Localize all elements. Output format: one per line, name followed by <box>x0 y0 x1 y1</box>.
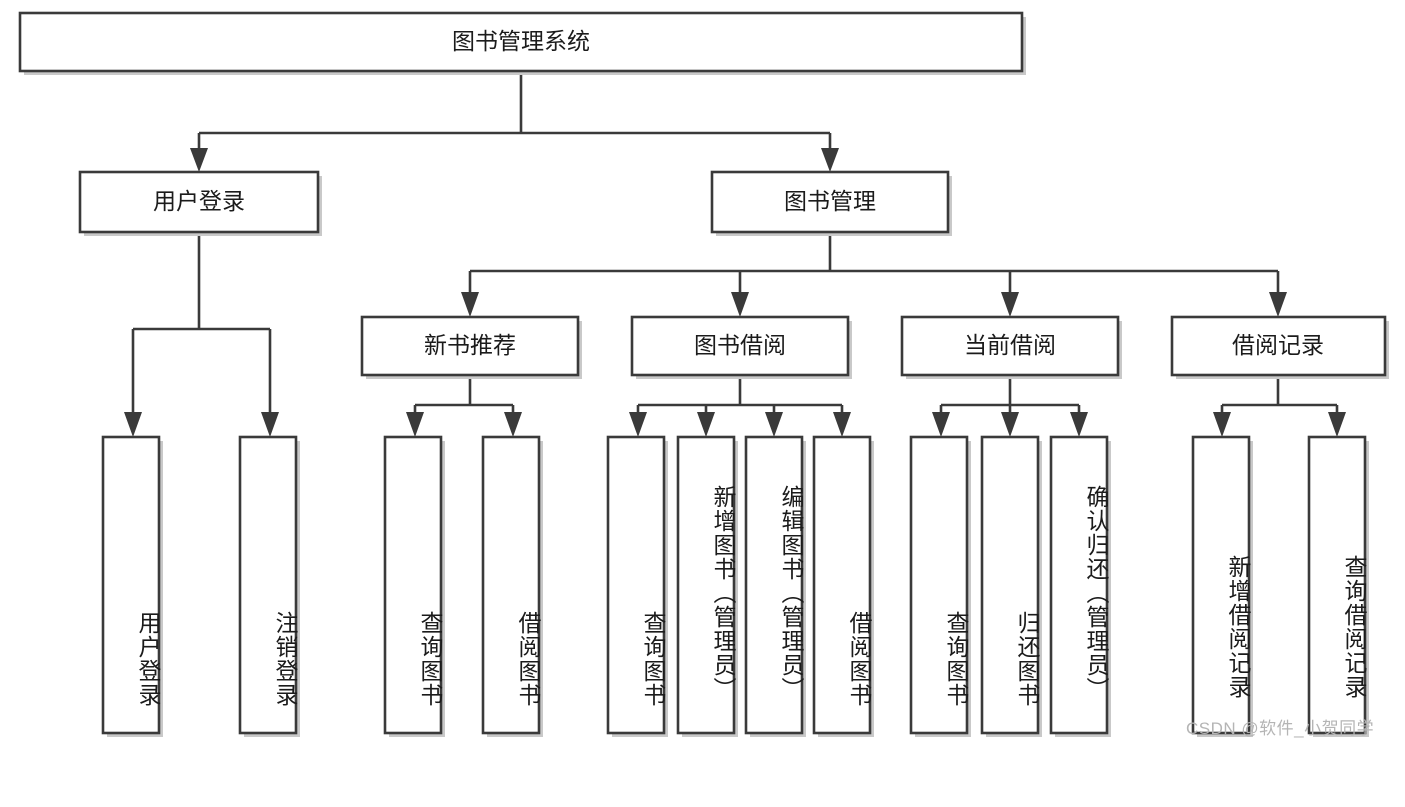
node-user-login-box[interactable] <box>78 170 320 234</box>
node-leaf-add-record-box[interactable] <box>1191 435 1251 735</box>
node-leaf-user-login[interactable] <box>101 435 163 737</box>
node-leaf-borrow-book-2[interactable] <box>812 435 874 737</box>
node-leaf-add-book-box[interactable] <box>676 435 736 735</box>
node-leaf-add-record[interactable] <box>1191 435 1253 737</box>
node-current-borrow[interactable]: 当前借阅 <box>900 315 1122 379</box>
connector-layer <box>124 73 1346 437</box>
arrow-head-borrow-record <box>1269 292 1287 317</box>
node-current-borrow-label: 当前借阅 <box>964 332 1056 358</box>
node-leaf-borrow-book-1-box[interactable] <box>481 435 541 735</box>
arrow-head-leaf-query-record <box>1328 412 1346 437</box>
node-borrow-record-label: 借阅记录 <box>1232 332 1324 358</box>
node-book-borrow[interactable]: 图书借阅 <box>630 315 852 379</box>
node-leaf-query-book-1-box[interactable] <box>383 435 443 735</box>
node-leaf-add-book[interactable] <box>676 435 738 737</box>
node-leaf-edit-book[interactable] <box>744 435 806 737</box>
flowchart-canvas: 图书管理系统 用户登录 图书管理 新书推荐 图书借阅 当前借阅 <box>18 11 1389 738</box>
node-book-manage-box[interactable] <box>710 170 950 234</box>
node-root-box[interactable] <box>18 11 1024 73</box>
arrow-head-leaf-return-book <box>1001 412 1019 437</box>
arrow-head-leaf-user-login <box>124 412 142 437</box>
arrow-head-user-login <box>190 148 208 172</box>
node-user-login[interactable]: 用户登录 <box>78 170 322 236</box>
arrow-head-leaf-query-book-3 <box>932 412 950 437</box>
arrow-head-current-borrow <box>1001 292 1019 317</box>
arrow-head-leaf-edit-book <box>765 412 783 437</box>
node-leaf-query-book-3[interactable] <box>909 435 971 737</box>
node-leaf-query-book-2[interactable] <box>606 435 668 737</box>
arrow-head-leaf-query-book-2 <box>629 412 647 437</box>
node-leaf-query-book-1[interactable] <box>383 435 445 737</box>
node-leaf-logout-login-box[interactable] <box>238 435 298 735</box>
node-borrow-record[interactable]: 借阅记录 <box>1170 315 1389 379</box>
node-leaf-query-record-box[interactable] <box>1307 435 1367 735</box>
node-leaf-query-record[interactable] <box>1307 435 1369 737</box>
node-borrow-record-box[interactable] <box>1170 315 1387 377</box>
arrow-head-leaf-add-record <box>1213 412 1231 437</box>
node-leaf-return-book[interactable] <box>980 435 1042 737</box>
arrow-head-leaf-query-book-1 <box>406 412 424 437</box>
node-leaf-borrow-book-1[interactable] <box>481 435 543 737</box>
csdn-watermark: CSDN @软件_小贺同学 <box>1186 719 1375 738</box>
node-new-book-recommend-label: 新书推荐 <box>424 332 516 358</box>
node-root[interactable]: 图书管理系统 <box>18 11 1026 75</box>
flowchart-svg: 图书管理系统 用户登录 图书管理 新书推荐 图书借阅 当前借阅 <box>18 11 1389 737</box>
node-book-borrow-label: 图书借阅 <box>694 332 786 358</box>
arrow-head-new-book-recommend <box>461 292 479 317</box>
node-leaf-confirm-return[interactable] <box>1049 435 1111 737</box>
node-current-borrow-box[interactable] <box>900 315 1120 377</box>
arrow-head-leaf-add-book <box>697 412 715 437</box>
node-leaf-borrow-book-2-box[interactable] <box>812 435 872 735</box>
arrow-head-leaf-borrow-book-1 <box>504 412 522 437</box>
node-leaf-query-book-3-box[interactable] <box>909 435 969 735</box>
arrow-head-book-borrow <box>731 292 749 317</box>
node-user-login-label: 用户登录 <box>153 188 245 214</box>
arrow-head-leaf-borrow-book-2 <box>833 412 851 437</box>
node-book-manage-label: 图书管理 <box>784 188 876 214</box>
node-leaf-confirm-return-box[interactable] <box>1049 435 1109 735</box>
arrow-head-leaf-logout-login <box>261 412 279 437</box>
node-leaf-query-book-2-box[interactable] <box>606 435 666 735</box>
node-book-borrow-box[interactable] <box>630 315 850 377</box>
node-new-book-recommend-box[interactable] <box>360 315 580 377</box>
node-new-book-recommend[interactable]: 新书推荐 <box>360 315 582 379</box>
node-root-label: 图书管理系统 <box>452 28 590 54</box>
leaf-boxes <box>101 435 1369 737</box>
node-leaf-logout-login[interactable] <box>238 435 300 737</box>
node-book-manage[interactable]: 图书管理 <box>710 170 952 236</box>
node-leaf-return-book-box[interactable] <box>980 435 1040 735</box>
arrow-head-book-manage <box>821 148 839 172</box>
node-leaf-user-login-box[interactable] <box>101 435 161 735</box>
arrow-head-leaf-confirm-return <box>1070 412 1088 437</box>
node-leaf-edit-book-box[interactable] <box>744 435 804 735</box>
